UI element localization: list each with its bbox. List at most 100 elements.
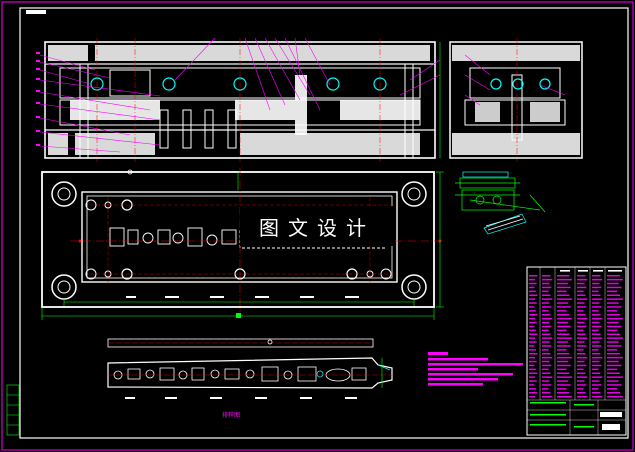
parts-list-row-mark: [577, 337, 588, 339]
parts-list-row-mark: [529, 329, 536, 332]
parts-list-row-mark: [542, 349, 549, 351]
parts-list-row-mark: [529, 380, 537, 382]
parts-list-row-mark: [592, 290, 599, 293]
parts-list-row-mark: [542, 356, 553, 359]
parts-list-row-mark: [592, 395, 603, 398]
parts-list-row-mark: [557, 376, 572, 378]
parts-list-row-mark: [607, 392, 621, 394]
parts-list-row-mark: [577, 278, 588, 281]
parts-list-row-mark: [529, 310, 536, 312]
parts-list-row-mark: [557, 395, 572, 398]
parts-list-row-mark: [557, 345, 571, 347]
parts-list-row-mark: [529, 388, 536, 390]
parts-list-row-mark: [592, 298, 603, 300]
strip-layout-view: [107, 338, 395, 399]
parts-list-row-mark: [542, 314, 551, 316]
parts-list-row-mark: [592, 388, 599, 390]
technical-notes: [428, 352, 523, 386]
parts-list-row-mark: [592, 278, 603, 281]
parts-list-row-mark: [592, 294, 601, 296]
parts-list-row-mark: [592, 321, 600, 324]
parts-list-row-mark: [557, 298, 572, 300]
parts-list-row-mark: [542, 290, 549, 293]
parts-list-row-mark: [529, 372, 538, 374]
parts-list-row-mark: [557, 349, 567, 351]
parts-list-row-mark: [592, 302, 600, 304]
parts-list-row-mark: [592, 314, 601, 316]
parts-list-row-mark: [577, 388, 584, 390]
parts-list-row-mark: [607, 349, 618, 351]
parts-list-row-mark: [577, 314, 586, 316]
parts-list-row-mark: [592, 317, 603, 320]
parts-list-row-mark: [557, 384, 571, 386]
watermark-text: 图文设计: [240, 206, 394, 246]
parts-list-row-mark: [577, 392, 586, 394]
parts-list-row-mark: [529, 337, 536, 339]
parts-list-row-mark: [577, 376, 588, 378]
parts-list-row-mark: [577, 282, 585, 285]
parts-list-row-mark: [557, 364, 571, 367]
parts-list-row-mark: [607, 395, 623, 398]
parts-list-row-mark: [542, 368, 549, 371]
parts-list-row-mark: [529, 282, 537, 285]
parts-list-row-mark: [607, 356, 623, 359]
parts-list-row-mark: [542, 302, 550, 304]
parts-list-row-mark: [542, 384, 552, 386]
lower-die-plan-view: [41, 168, 444, 320]
parts-list-row-mark: [607, 298, 623, 300]
parts-list-row-mark: [542, 341, 550, 343]
parts-list-row-mark: [607, 384, 622, 386]
parts-list-row-mark: [592, 310, 599, 312]
parts-list-row-mark: [542, 310, 549, 312]
parts-list-row-mark: [592, 372, 601, 374]
parts-list-row-mark: [557, 388, 567, 390]
parts-list-row-mark: [557, 317, 572, 320]
parts-list-row-mark: [557, 302, 568, 304]
parts-list-row-mark: [577, 341, 585, 343]
front-section-view: [36, 37, 441, 162]
parts-list-row-mark: [529, 275, 538, 277]
parts-list-row-mark: [592, 275, 601, 277]
parts-list-row-mark: [542, 294, 551, 296]
parts-list-row-mark: [542, 329, 549, 332]
parts-list-row-mark: [592, 364, 602, 367]
parts-list-row-mark: [557, 353, 570, 355]
parts-list-row-mark: [592, 325, 602, 328]
parts-list-row-mark: [557, 321, 568, 324]
parts-list-row-mark: [529, 376, 536, 378]
parts-list-row-mark: [529, 356, 536, 359]
parts-list-row-mark: [607, 368, 618, 371]
parts-list-row-mark: [542, 321, 550, 324]
parts-list-row-mark: [607, 321, 619, 324]
parts-list-row-mark: [577, 306, 587, 308]
parts-list-row-mark: [542, 345, 552, 347]
parts-list-row-mark: [577, 353, 586, 355]
parts-list-row-mark: [577, 368, 584, 371]
parts-list-row-mark: [577, 384, 587, 386]
parts-list-row-mark: [529, 290, 536, 293]
parts-list-row-mark: [557, 329, 567, 332]
side-section-view: [449, 38, 583, 162]
parts-list-row-mark: [542, 372, 551, 374]
parts-list-row-mark: [557, 337, 572, 339]
parts-list-row-mark: [607, 337, 623, 339]
parts-list-row-mark: [607, 278, 623, 281]
parts-list-row-mark: [557, 282, 568, 285]
parts-list-row-mark: [557, 356, 572, 359]
parts-list-row-mark: [607, 341, 619, 343]
parts-list-row-mark: [529, 333, 538, 335]
parts-list-row-mark: [542, 376, 553, 378]
parts-list-row-mark: [542, 298, 553, 300]
parts-list-row-mark: [542, 317, 553, 320]
parts-list-row-mark: [542, 333, 551, 335]
parts-list-row-mark: [577, 302, 585, 304]
parts-list-row-mark: [557, 314, 570, 316]
parts-list-row-mark: [542, 278, 553, 281]
inner-frame: [19, 7, 629, 439]
parts-list-row-mark: [607, 376, 623, 378]
parts-list-row-mark: [577, 345, 587, 347]
parts-list-row-mark: [577, 349, 584, 351]
parts-list-row-mark: [577, 329, 584, 332]
parts-list-row-mark: [557, 310, 567, 312]
